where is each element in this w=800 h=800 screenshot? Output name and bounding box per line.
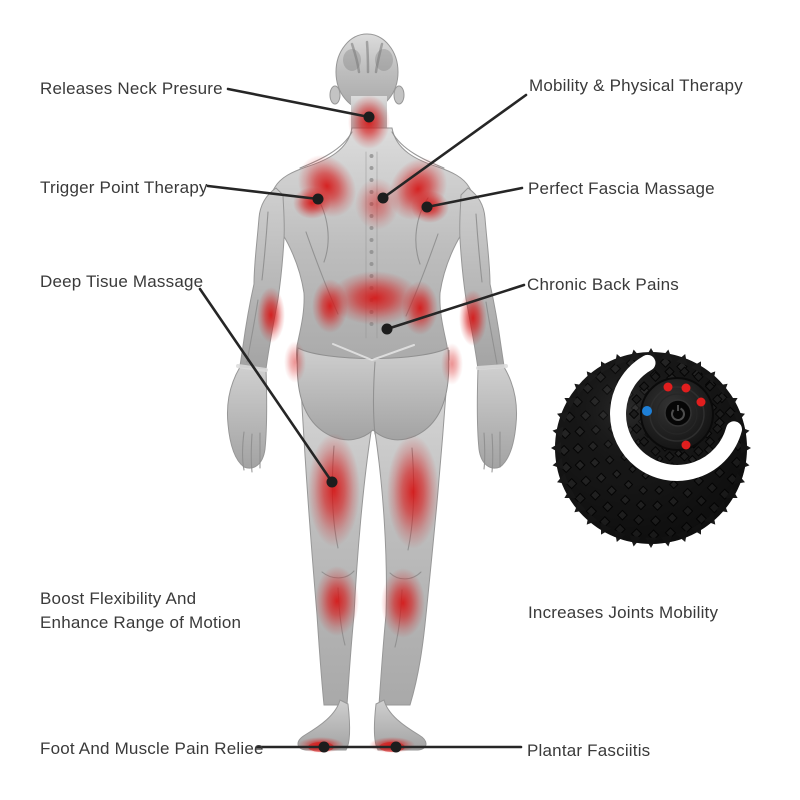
led-red-icon xyxy=(681,383,691,393)
highlight-right-hamstring xyxy=(387,435,439,549)
led-lights xyxy=(642,382,706,450)
figure-left-hand xyxy=(227,366,268,469)
callout-deep-tissue xyxy=(198,287,338,488)
label-boost-flexibility-line2: Enhance Range of Motion xyxy=(40,613,242,632)
ball-white-ring xyxy=(610,354,742,481)
wrist-bands xyxy=(236,364,508,372)
label-mobility-physical-therapy: Mobility & Physical Therapy xyxy=(529,76,743,95)
highlight-left-forearm xyxy=(257,287,285,343)
highlight-mid-spine xyxy=(355,178,399,230)
label-foot-muscle-pain-relief: Foot And Muscle Pain Reliee xyxy=(40,739,264,758)
label-boost-flexibility: Boost Flexibility And Enhance Range of M… xyxy=(40,587,241,635)
callout-chronic-back xyxy=(381,283,526,335)
callout-trigger-point xyxy=(206,184,324,205)
led-red-icon xyxy=(681,440,691,450)
label-increases-joints-mobility: Increases Joints Mobility xyxy=(528,603,719,622)
massage-ball xyxy=(551,348,751,548)
figure-right-hand xyxy=(476,366,517,469)
callout-lines xyxy=(198,87,528,753)
callout-neck-pressure xyxy=(226,87,375,123)
label-perfect-fascia-massage: Perfect Fascia Massage xyxy=(528,179,715,198)
highlight-lower-back-right xyxy=(402,281,438,335)
highlight-left-shoulder xyxy=(293,187,331,219)
led-blue-icon xyxy=(642,406,652,416)
callout-mobility xyxy=(377,93,528,204)
led-red-icon xyxy=(663,382,673,392)
sacrum-tendon-line xyxy=(332,343,415,362)
label-trigger-point-therapy: Trigger Point Therapy xyxy=(40,178,208,197)
highlight-right-calf xyxy=(381,568,425,638)
highlight-lower-back xyxy=(330,271,420,325)
callout-fascia xyxy=(421,186,524,213)
highlight-left-hamstring xyxy=(308,433,360,547)
pain-highlights xyxy=(257,95,487,753)
power-button-icon xyxy=(664,399,692,427)
label-deep-tissue-massage: Deep Tisue Massage xyxy=(40,272,204,291)
label-chronic-back-pains: Chronic Back Pains xyxy=(527,275,679,294)
label-releases-neck-pressure: Releases Neck Presure xyxy=(40,79,223,98)
led-red-icon xyxy=(696,397,706,407)
highlight-right-hip xyxy=(441,343,463,385)
callout-feet-ground-line xyxy=(255,741,523,753)
figure-torso xyxy=(268,127,476,372)
highlight-left-hip xyxy=(284,341,306,383)
label-plantar-fasciitis: Plantar Fasciitis xyxy=(527,741,651,760)
ball-rim-spikes xyxy=(628,366,726,462)
label-boost-flexibility-line1: Boost Flexibility And xyxy=(40,589,197,608)
highlight-left-calf xyxy=(315,566,359,636)
highlight-lower-back-left xyxy=(312,279,348,333)
